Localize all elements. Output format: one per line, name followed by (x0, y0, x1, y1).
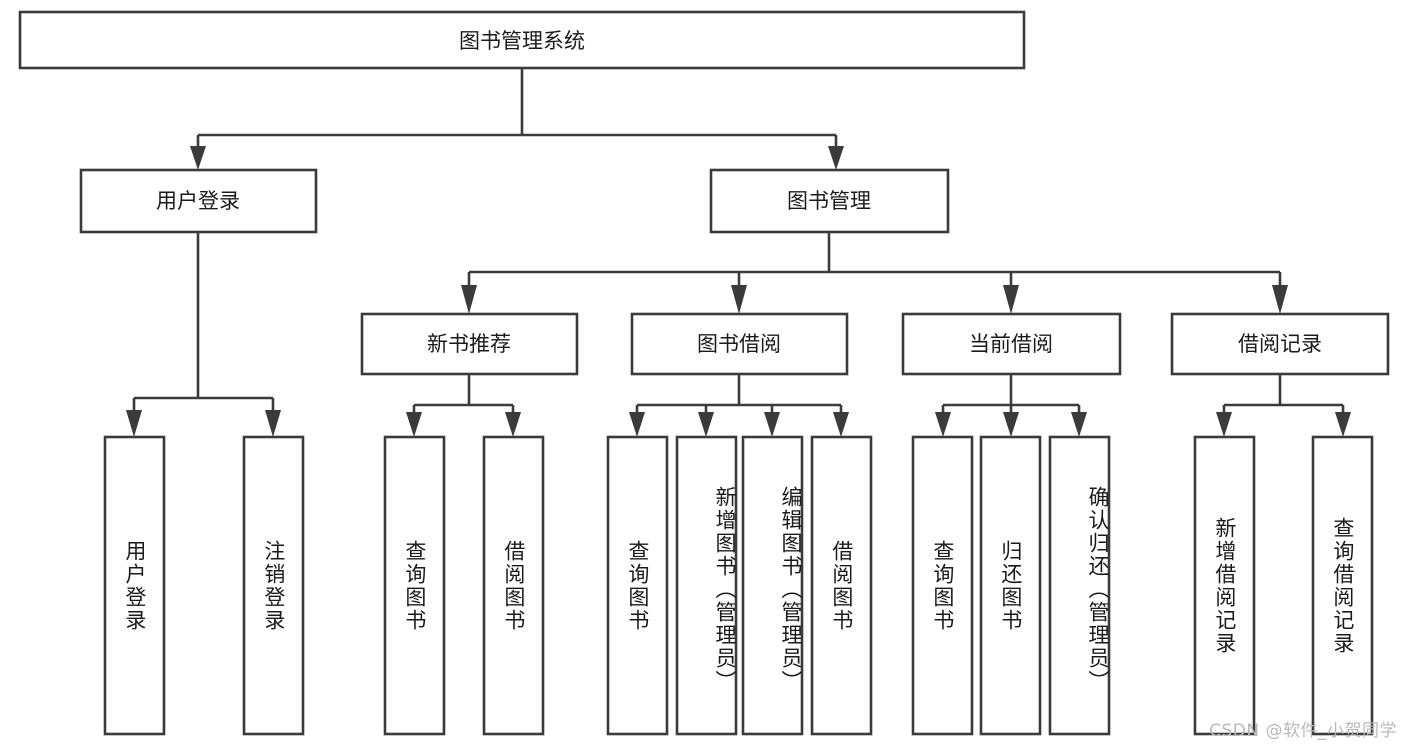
arrow-head-icon (126, 410, 142, 437)
node-root[interactable]: 图书管理系统 (18, 10, 1026, 70)
node-borrow-record[interactable]: 借阅记录 (1170, 312, 1390, 376)
leaf-box-query-book-rec[interactable] (383, 435, 446, 736)
leaf-box-add-book-admin[interactable] (675, 435, 738, 736)
leaf-box-return-book[interactable] (979, 435, 1042, 736)
arrow-head-icon (265, 410, 281, 437)
leaf-box-borrow-book-rec[interactable] (482, 435, 545, 736)
arrow-head-icon (1003, 285, 1019, 314)
arrow-head-icon (406, 412, 422, 437)
arrow-head-icon (833, 412, 849, 437)
arrow-head-icon (505, 412, 521, 437)
node-user-login-label: 用户登录 (156, 189, 240, 213)
node-user-login[interactable]: 用户登录 (79, 168, 318, 234)
node-current-borrow-label: 当前借阅 (969, 332, 1053, 356)
node-new-book-recommend-box[interactable] (360, 312, 579, 376)
node-book-borrow-label: 图书借阅 (697, 332, 781, 356)
node-user-login-box[interactable] (79, 168, 318, 234)
arrow-head-icon (828, 146, 844, 170)
connector-user-login-to-leaves (126, 232, 281, 437)
leaf-box-add-borrow-record[interactable] (1193, 435, 1256, 736)
node-current-borrow[interactable]: 当前借阅 (901, 312, 1122, 376)
arrow-head-icon (1335, 412, 1351, 437)
arrow-head-icon (190, 146, 206, 170)
arrow-head-icon (731, 285, 747, 314)
connector-book-management-to-level3 (461, 232, 1288, 314)
connector-borrow-record-to-leaves (1216, 374, 1351, 437)
leaf-box-logout[interactable] (242, 435, 305, 736)
arrow-head-icon (1272, 285, 1288, 314)
arrow-head-icon (1003, 412, 1019, 437)
arrow-head-icon (1071, 412, 1087, 437)
connector-new-book-recommend-to-leaves (406, 374, 521, 437)
arrow-head-icon (764, 412, 780, 437)
arrow-head-icon (461, 285, 477, 314)
node-current-borrow-box[interactable] (901, 312, 1122, 376)
node-root-label: 图书管理系统 (459, 29, 585, 53)
leaf-box-query-book-borrow[interactable] (606, 435, 669, 736)
node-borrow-record-label: 借阅记录 (1238, 332, 1322, 356)
node-new-book-recommend[interactable]: 新书推荐 (360, 312, 579, 376)
leaf-box-confirm-return-admin[interactable] (1048, 435, 1111, 736)
leaf-box-edit-book-admin[interactable] (741, 435, 804, 736)
arrow-head-icon (1216, 412, 1232, 437)
node-new-book-recommend-label: 新书推荐 (427, 332, 511, 356)
arrow-head-icon (935, 412, 951, 437)
connector-book-borrow-to-leaves (629, 374, 849, 437)
csdn-watermark: CSDN @软件_小贺同学 (1209, 721, 1397, 741)
connector-current-borrow-to-leaves (935, 374, 1087, 437)
arrow-head-icon (698, 412, 714, 437)
node-root-box[interactable] (18, 10, 1026, 70)
connector-root-to-level2 (190, 68, 844, 170)
leaf-box-query-borrow-record[interactable] (1311, 435, 1374, 736)
node-book-management-label: 图书管理 (787, 189, 871, 213)
leaf-box-query-book-current[interactable] (911, 435, 974, 736)
leaf-box-user-login[interactable] (103, 435, 166, 736)
node-book-borrow[interactable]: 图书借阅 (630, 312, 849, 376)
arrow-head-icon (629, 412, 645, 437)
node-book-management[interactable]: 图书管理 (709, 168, 950, 234)
leaf-box-borrow-book[interactable] (810, 435, 873, 736)
